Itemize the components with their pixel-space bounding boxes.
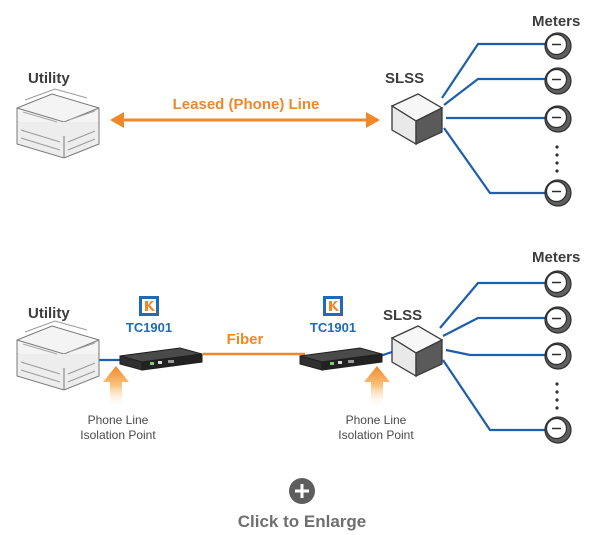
meter-icon — [544, 342, 572, 370]
meter-link — [439, 281, 545, 329]
ellipsis-dots — [555, 145, 559, 173]
meter-icon — [544, 105, 572, 133]
meter-link — [441, 42, 545, 99]
tc-logo-icon — [323, 296, 343, 316]
isolation-left-line2: Isolation Point — [80, 428, 156, 442]
utility-building-icon — [16, 320, 100, 391]
bottom-diagram: Utility Fiber TC1901 TC1901 Phone Line I… — [16, 249, 580, 444]
enlarge-label[interactable]: Click to Enlarge — [238, 512, 366, 531]
tc-logo-icon — [139, 296, 159, 316]
tc1901-device-icon — [119, 347, 203, 371]
meter-link — [442, 316, 545, 337]
meter-link — [443, 127, 545, 195]
ellipsis-dots — [555, 382, 559, 410]
utility-building-icon — [16, 88, 100, 159]
device-left-label: TC1901 — [126, 320, 172, 335]
bottom-meter-lines — [439, 281, 545, 432]
meter-icon — [544, 179, 572, 207]
meter-link — [442, 359, 545, 432]
utility-label: Utility — [28, 305, 70, 322]
meter-icon — [544, 416, 572, 444]
isolation-arrow-left — [103, 366, 129, 408]
slss-box-icon — [391, 325, 443, 377]
isolation-right-line1: Phone Line — [346, 413, 407, 427]
leased-line-arrow — [110, 112, 380, 128]
isolation-right-line2: Isolation Point — [338, 428, 414, 442]
leased-line-label: Leased (Phone) Line — [173, 96, 320, 113]
fiber-label: Fiber — [227, 331, 264, 348]
isolation-arrow-right — [364, 366, 390, 408]
slss-label: SLSS — [385, 70, 424, 87]
meter-link — [443, 77, 545, 106]
enlarge-button[interactable]: Click to Enlarge — [238, 478, 366, 531]
meters-label: Meters — [532, 13, 580, 30]
utility-label: Utility — [28, 70, 70, 87]
tc1901-device-icon — [299, 347, 383, 371]
meter-icon — [544, 32, 572, 60]
top-meter-lines — [441, 42, 545, 195]
meter-link — [445, 348, 545, 357]
slss-box-icon — [391, 93, 443, 145]
device-right-label: TC1901 — [310, 320, 356, 335]
meter-icon — [544, 270, 572, 298]
isolation-left-line1: Phone Line — [88, 413, 149, 427]
meters-label: Meters — [532, 249, 580, 266]
meter-icon — [544, 67, 572, 95]
plus-circle-icon[interactable] — [289, 478, 315, 504]
slss-label: SLSS — [383, 307, 422, 324]
meter-icon — [544, 306, 572, 334]
top-diagram: Utility Leased (Phone) Line SLSS Meters — [16, 13, 580, 207]
